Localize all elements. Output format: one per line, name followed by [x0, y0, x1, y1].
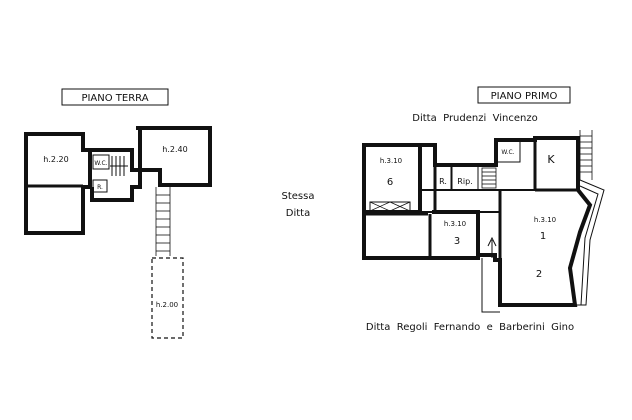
room-6-number: 6	[387, 177, 393, 188]
ground-right-room-height: h.2.40	[162, 145, 187, 154]
ground-left-room-wall	[24, 132, 92, 235]
ground-rip-label: R.	[97, 184, 103, 191]
neighbor-left-label-2: Ditta	[286, 208, 310, 219]
right-balcony-inner	[579, 185, 599, 306]
neighbor-left-label-1: Stessa	[282, 191, 315, 202]
room-6-closet	[369, 201, 411, 212]
top-right-stair	[579, 130, 593, 180]
bottom-terrace	[481, 258, 500, 313]
kitchen-label: K	[547, 153, 555, 166]
first-floor-title-box	[477, 86, 571, 104]
ground-floor-title: PIANO TERRA	[81, 93, 148, 104]
room-6-height: h.3.10	[380, 157, 402, 165]
right-balcony	[576, 179, 605, 306]
first-floor-plan: PIANO PRIMO Ditta Prudenzi Vincenzo Stes…	[282, 86, 605, 333]
ground-floor-plan: PIANO TERRA h.2.20 W.C. R. h.2.40	[24, 88, 212, 339]
room-6-wall	[364, 143, 422, 214]
neighbor-bottom-label: Ditta Regoli Fernando e Barberini Gino	[366, 322, 574, 333]
room-3-height: h.3.10	[444, 220, 466, 228]
neighbor-top-label: Ditta Prudenzi Vincenzo	[412, 113, 537, 124]
room-rip-label: Rip.	[457, 177, 472, 186]
room-2-number: 2	[536, 269, 542, 280]
ground-outdoor-stair	[155, 187, 171, 256]
room-6-closet-cross	[369, 201, 411, 212]
ground-wc-box	[92, 154, 110, 170]
first-wc-label: W.C.	[501, 149, 514, 156]
room-1-height: h.3.10	[534, 216, 556, 224]
room-3-wall	[432, 210, 480, 260]
room-1-number: 1	[540, 231, 546, 242]
ground-wc-label: W.C.	[94, 160, 107, 167]
ground-annex-outline	[151, 257, 184, 339]
ground-right-room-wall	[136, 126, 212, 187]
first-wc-box	[495, 139, 521, 163]
room-3-number: 3	[454, 236, 460, 247]
first-floor-stair-icon	[481, 167, 497, 189]
entry-arrow-icon	[487, 236, 497, 258]
ground-left-room-height: h.2.20	[43, 155, 68, 164]
ground-stair-icon	[110, 156, 128, 176]
ground-annex-height: h.2.00	[156, 301, 178, 309]
ground-rip-box	[92, 179, 108, 193]
ground-middle-block-wall	[90, 148, 142, 202]
room-r-label: R.	[439, 177, 447, 186]
ground-floor-title-box	[61, 88, 169, 106]
first-floor-title: PIANO PRIMO	[491, 91, 558, 102]
